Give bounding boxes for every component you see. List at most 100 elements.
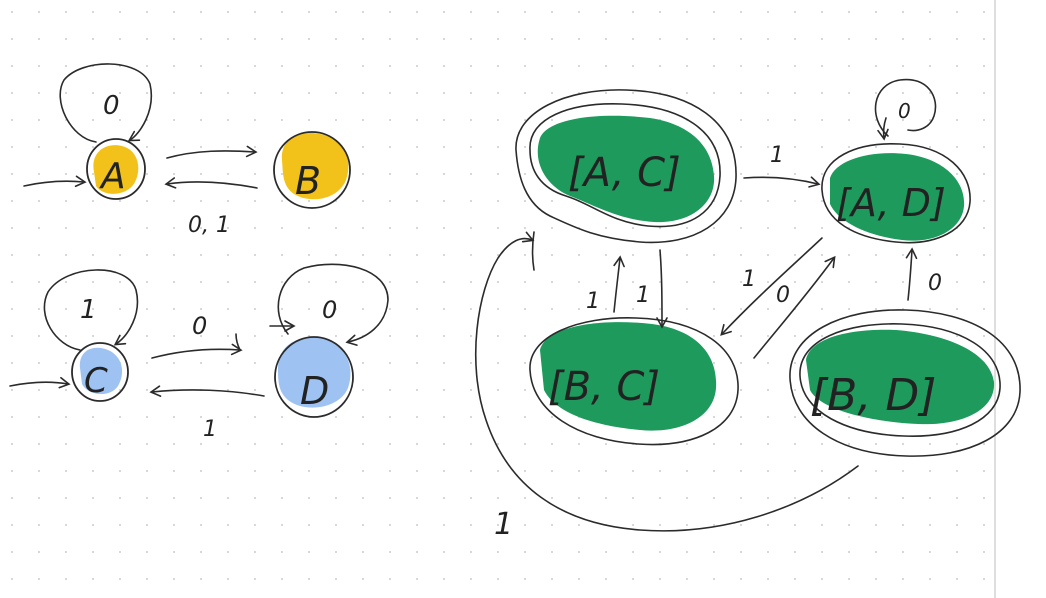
- grid-dot: [362, 416, 364, 418]
- grid-dot: [146, 281, 148, 283]
- grid-dot: [524, 11, 526, 13]
- state-bd-outer-ring: [789, 309, 1021, 457]
- grid-dot: [200, 335, 202, 337]
- grid-dot: [605, 92, 607, 94]
- grid-dot: [524, 416, 526, 418]
- grid-dot: [362, 227, 364, 229]
- grid-dot: [308, 578, 310, 580]
- state-ad-fill: [830, 153, 965, 241]
- state-bd: [B, D]: [789, 309, 1021, 457]
- grid-dot: [551, 416, 553, 418]
- grid-dot: [443, 11, 445, 13]
- grid-dot: [443, 389, 445, 391]
- grid-dot: [227, 416, 229, 418]
- grid-dot: [578, 443, 580, 445]
- grid-dot: [146, 146, 148, 148]
- state-bc-label: [B, C]: [548, 364, 660, 410]
- grid-dot: [281, 119, 283, 121]
- state-ad-ring: [821, 143, 971, 244]
- grid-dot: [227, 335, 229, 337]
- grid-dot: [38, 254, 40, 256]
- grid-dot: [470, 200, 472, 202]
- grid-dot: [38, 38, 40, 40]
- edge-b-a-label: 0, 1: [188, 213, 230, 238]
- grid-dot: [119, 416, 121, 418]
- grid-dot: [254, 416, 256, 418]
- grid-dot: [308, 308, 310, 310]
- grid-dot: [632, 38, 634, 40]
- grid-dot: [659, 227, 661, 229]
- grid-dot: [767, 524, 769, 526]
- grid-dot: [956, 173, 958, 175]
- nfa-top: A B 0 0, 1: [23, 63, 351, 238]
- grid-dot: [524, 227, 526, 229]
- grid-dot: [335, 470, 337, 472]
- grid-dot: [146, 65, 148, 67]
- grid-dot: [470, 470, 472, 472]
- grid-dot: [254, 11, 256, 13]
- grid-dot: [578, 65, 580, 67]
- grid-dot: [470, 146, 472, 148]
- grid-dot: [740, 65, 742, 67]
- grid-dot: [227, 227, 229, 229]
- grid-dot: [821, 470, 823, 472]
- grid-dot: [200, 524, 202, 526]
- grid-dot: [821, 92, 823, 94]
- grid-dot: [767, 470, 769, 472]
- grid-dot: [740, 443, 742, 445]
- grid-dot: [902, 551, 904, 553]
- grid-dot: [794, 281, 796, 283]
- grid-dot: [713, 308, 715, 310]
- grid-dot: [713, 254, 715, 256]
- grid-dot: [119, 308, 121, 310]
- grid-dot: [443, 551, 445, 553]
- edge-bc-ac: [613, 255, 625, 313]
- grid-dot: [497, 551, 499, 553]
- grid-dot: [65, 92, 67, 94]
- grid-dot: [848, 416, 850, 418]
- grid-dot: [659, 578, 661, 580]
- grid-dot: [92, 308, 94, 310]
- grid-dot: [281, 308, 283, 310]
- grid-dot: [956, 281, 958, 283]
- grid-dot: [11, 173, 13, 175]
- grid-dot: [956, 11, 958, 13]
- grid-dot: [956, 524, 958, 526]
- edge-c-d-tail: [235, 333, 241, 351]
- grid-dot: [794, 524, 796, 526]
- grid-dot: [119, 443, 121, 445]
- grid-dot: [443, 443, 445, 445]
- grid-dot: [956, 551, 958, 553]
- grid-dot: [524, 65, 526, 67]
- loop-c: [43, 269, 139, 351]
- grid-dot: [983, 335, 985, 337]
- grid-dot: [146, 92, 148, 94]
- grid-dot: [686, 578, 688, 580]
- grid-dot: [794, 443, 796, 445]
- grid-dot: [11, 551, 13, 553]
- grid-dot: [38, 335, 40, 337]
- edge-bd-ad-label: 0: [928, 271, 942, 296]
- grid-dot: [902, 146, 904, 148]
- grid-dot: [875, 254, 877, 256]
- grid-dot: [632, 524, 634, 526]
- grid-dot: [470, 65, 472, 67]
- grid-dot: [389, 254, 391, 256]
- grid-dot: [173, 65, 175, 67]
- grid-dot: [794, 416, 796, 418]
- grid-dot: [875, 308, 877, 310]
- state-a-circle: [86, 138, 146, 200]
- grid-dot: [281, 38, 283, 40]
- grid-dot: [767, 578, 769, 580]
- grid-dot: [362, 308, 364, 310]
- grid-dot: [632, 11, 634, 13]
- grid-dot: [524, 146, 526, 148]
- grid-dot: [443, 65, 445, 67]
- grid-dot: [497, 254, 499, 256]
- start-arrow-a: [23, 175, 87, 188]
- grid-dot: [713, 416, 715, 418]
- grid-dot: [362, 92, 364, 94]
- grid-dot: [92, 146, 94, 148]
- grid-dot: [551, 254, 553, 256]
- grid-dot: [740, 281, 742, 283]
